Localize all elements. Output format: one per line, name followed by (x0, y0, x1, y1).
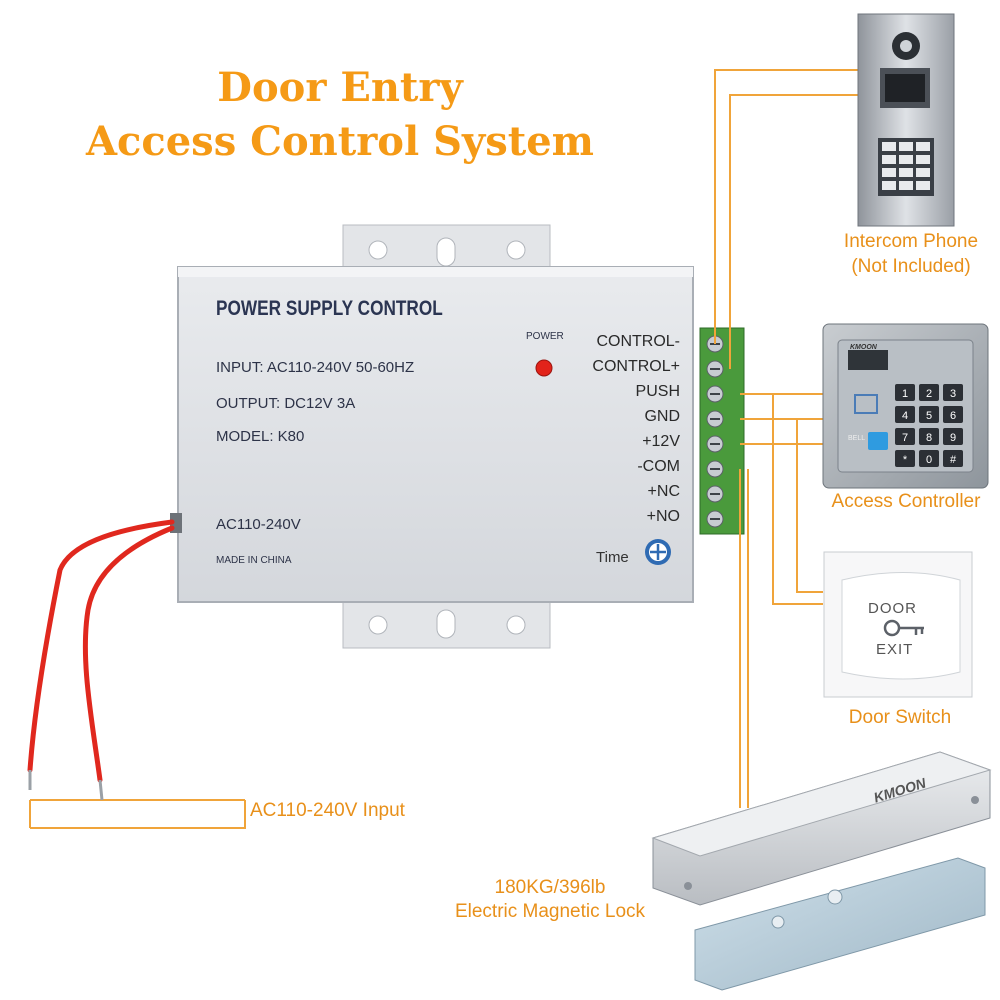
power-led-label: POWER (526, 331, 564, 342)
keypad-key (895, 428, 915, 445)
keypad-key (943, 428, 963, 445)
keypad-key-label: 3 (950, 388, 956, 400)
wiring (29, 69, 858, 829)
time-adjust-knob-icon (645, 539, 671, 565)
terminal-label: GND (644, 408, 680, 425)
psu-heading: POWER SUPPLY CONTROL (216, 297, 443, 320)
terminal-label: +NC (647, 483, 680, 500)
controller-brand: KMOON (850, 344, 877, 351)
keypad-key (895, 450, 915, 467)
page-title-line2: Access Control System (85, 118, 594, 165)
intercom-phone-image (857, 13, 955, 227)
ac-input-wires (27, 519, 175, 783)
psu-output-spec: OUTPUT: DC12V 3A (216, 395, 356, 412)
terminal-label: CONTROL- (596, 333, 680, 350)
intercom-note: (Not Included) (851, 256, 971, 277)
keypad-key (943, 384, 963, 401)
psu-input-spec: INPUT: AC110-240V 50-60HZ (216, 359, 415, 376)
bell-icon (868, 432, 888, 450)
time-label: Time (596, 549, 629, 566)
keypad-key (919, 384, 939, 401)
terminal-label: PUSH (635, 383, 680, 400)
psu-model: MODEL: K80 (216, 428, 305, 445)
psu-made-in: MADE IN CHINA (216, 555, 292, 566)
keypad-key-label: 0 (926, 454, 932, 466)
keypad-key (943, 406, 963, 423)
intercom-label: Intercom Phone (843, 231, 979, 252)
door-switch-image (823, 551, 973, 698)
power-supply-box (170, 266, 694, 603)
keypad-key (895, 406, 915, 423)
lock-capacity-label: 180KG/396lb (494, 877, 606, 898)
terminal-block (699, 327, 745, 535)
keypad-key-label: 5 (926, 410, 932, 422)
psu-bottom-bracket (342, 597, 551, 649)
terminal-label: CONTROL+ (592, 358, 680, 375)
keypad-key-label: 6 (950, 410, 956, 422)
lock-label: Electric Magnetic Lock (454, 901, 646, 922)
door-switch-label: Door Switch (848, 707, 952, 728)
access-controller-label: Access Controller (831, 491, 981, 512)
keypad-key-label: 2 (926, 388, 932, 400)
keypad-key (919, 450, 939, 467)
keypad-key-label: 9 (950, 432, 956, 444)
ac-input-label: AC110-240V Input (250, 800, 405, 821)
keypad-key-label: # (950, 454, 957, 466)
door-switch-bottom-text: EXIT (876, 641, 914, 658)
terminal-label: +12V (642, 433, 680, 450)
terminal-label: +NO (646, 508, 680, 525)
access-keypad: 1 2 3 4 5 6 7 8 9 * 0 # (895, 384, 963, 467)
keypad-key (895, 384, 915, 401)
page-title-line1: Door Entry (217, 64, 463, 111)
bell-label: BELL (848, 435, 866, 442)
power-led-icon (535, 359, 553, 377)
psu-ac-label: AC110-240V (216, 516, 301, 533)
keypad-key (943, 450, 963, 467)
keypad-key-label: 8 (926, 432, 932, 444)
keypad-key (919, 428, 939, 445)
keypad-key-label: * (903, 454, 908, 466)
keypad-key (919, 406, 939, 423)
door-switch-top-text: DOOR (868, 600, 917, 617)
terminal-label: -COM (637, 458, 680, 475)
keypad-key-label: 1 (902, 388, 908, 400)
keypad-key-label: 7 (902, 432, 908, 444)
magnetic-lock-image (651, 751, 992, 991)
keypad-key-label: 4 (902, 410, 908, 422)
